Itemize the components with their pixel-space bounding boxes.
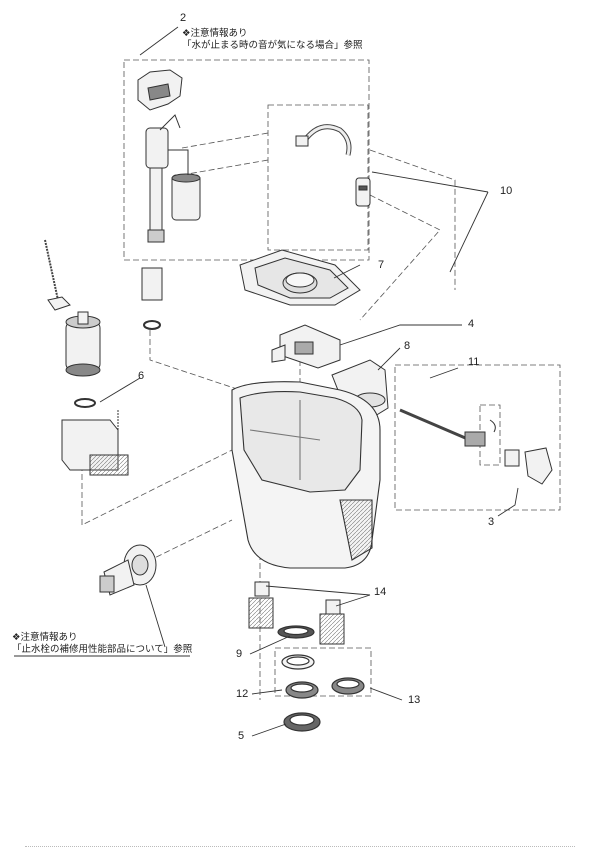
callout-11: 11 bbox=[468, 356, 480, 368]
fill-valve-assembly bbox=[137, 69, 201, 330]
callout-12: 12 bbox=[236, 688, 249, 700]
note-bottom-body: 「止水栓の補修用性能部品について」参照 bbox=[12, 644, 193, 655]
note-top-prefix: ❖注意情報あり bbox=[182, 28, 248, 39]
tank-body bbox=[231, 381, 381, 569]
seal-rings bbox=[277, 625, 365, 732]
callout-3: 3 bbox=[488, 516, 495, 528]
hose-fitting bbox=[295, 124, 371, 207]
callout-9: 9 bbox=[236, 648, 243, 660]
callout-8: 8 bbox=[404, 340, 411, 352]
adjuster-bolts bbox=[248, 581, 345, 645]
note-bottom-prefix: ❖注意情報あり bbox=[12, 632, 78, 643]
callout-7: 7 bbox=[378, 259, 385, 271]
page-bottom-rule bbox=[25, 846, 575, 847]
callout-2: 2 bbox=[180, 12, 187, 24]
note-bottom-caution: ❖注意情報あり 「止水栓の補修用性能部品について」参照 bbox=[12, 632, 192, 656]
flush-handle bbox=[399, 408, 553, 485]
callout-14: 14 bbox=[374, 586, 387, 598]
note-top-caution: ❖注意情報あり 「水が止まる時の音が気になる場合」参照 bbox=[182, 28, 363, 52]
lever-bracket bbox=[271, 324, 341, 369]
callout-6: 6 bbox=[138, 370, 145, 382]
note-top-body: 「水が止まる時の音が気になる場合」参照 bbox=[182, 40, 363, 51]
flush-valve bbox=[44, 239, 129, 476]
tank-lid-tray bbox=[239, 249, 361, 306]
callout-10: 10 bbox=[500, 185, 513, 197]
callout-13: 13 bbox=[408, 694, 421, 706]
callout-4: 4 bbox=[468, 318, 475, 330]
callout-5: 5 bbox=[238, 730, 245, 742]
callout-leaders bbox=[14, 26, 519, 737]
stop-valve bbox=[99, 544, 157, 596]
